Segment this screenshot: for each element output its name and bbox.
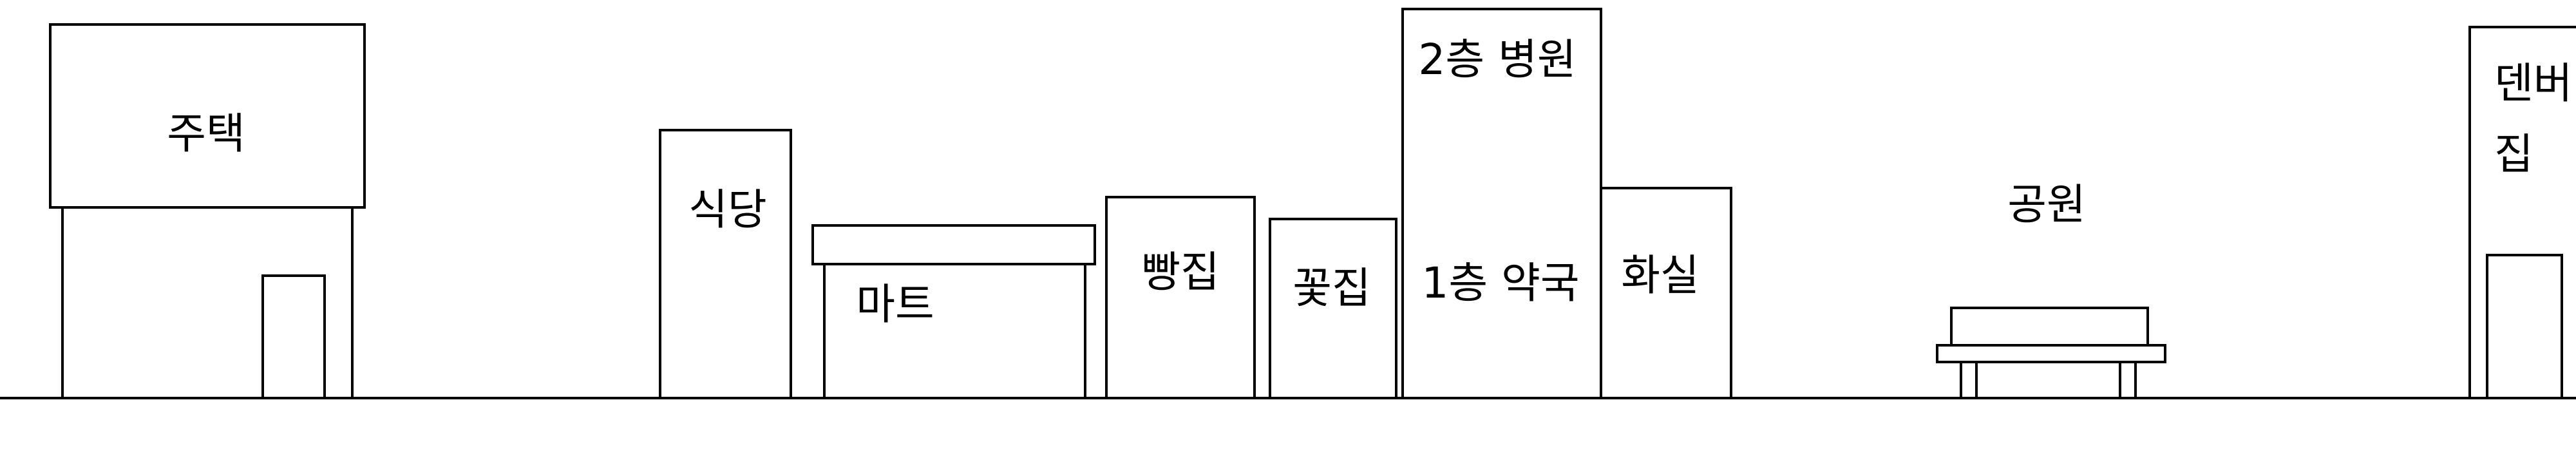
house-sign xyxy=(49,23,366,209)
park: 공원 xyxy=(1936,180,2166,399)
bakery-building xyxy=(1105,196,1256,399)
restaurant-label: 식당 xyxy=(688,185,766,234)
flower-shop: 꽃집 xyxy=(1269,218,1397,399)
denver-house-door xyxy=(2486,254,2563,399)
house: 주택 xyxy=(49,23,366,399)
bench-seat xyxy=(1936,344,2166,363)
bakery: 빵집 xyxy=(1105,196,1256,399)
bench-right-leg xyxy=(2119,361,2137,399)
hospital-building: 2층 병원 1층 약국 xyxy=(1401,8,1602,399)
denver-house: 덴버 집 xyxy=(2468,26,2576,399)
flower-shop-building xyxy=(1269,218,1397,399)
mart-label: 마트 xyxy=(856,280,934,329)
restaurant-building xyxy=(659,129,792,399)
art-store-building xyxy=(1600,187,1732,399)
park-label: 공원 xyxy=(2007,180,2085,229)
pharmacy-label: 1층 약국 xyxy=(1421,258,1579,308)
art-store: 화실 xyxy=(1600,187,1732,399)
mart: 마트 xyxy=(811,224,1096,399)
restaurant: 식당 xyxy=(659,129,792,399)
park-bench xyxy=(1936,307,2166,399)
denver-label-line1: 덴버 xyxy=(2494,59,2572,108)
bench-left-leg xyxy=(1960,361,1978,399)
flower-shop-label: 꽃집 xyxy=(1293,263,1370,313)
bench-backrest xyxy=(1950,307,2149,347)
house-body xyxy=(61,206,354,399)
denver-label-line2: 집 xyxy=(2494,129,2533,179)
house-label: 주택 xyxy=(167,109,245,158)
art-store-label: 화실 xyxy=(1621,251,1699,300)
house-door xyxy=(261,274,326,399)
mart-awning xyxy=(811,224,1096,265)
hospital-label: 2층 병원 xyxy=(1418,35,1576,84)
bakery-label: 빵집 xyxy=(1141,247,1219,297)
